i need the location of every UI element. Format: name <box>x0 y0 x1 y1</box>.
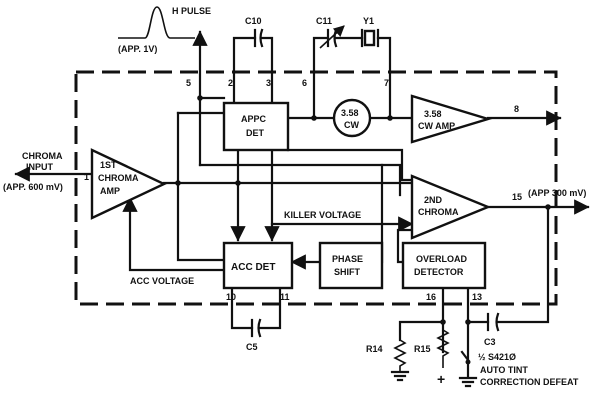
y1-label: Y1 <box>363 16 374 26</box>
c3-capacitor <box>486 312 500 332</box>
chroma-to-acc <box>176 181 226 262</box>
osc-label-1: 3.58 <box>341 108 359 118</box>
pin-5: 5 <box>186 78 191 88</box>
pin-10: 10 <box>226 292 236 302</box>
pin-1: 1 <box>84 172 89 182</box>
c10-right-wire <box>260 36 274 105</box>
r14-ground <box>390 370 410 382</box>
acc-voltage-line <box>122 196 226 272</box>
switch-label-3: CORRECTION DEFEAT <box>480 377 579 387</box>
r15-label: R15 <box>414 344 431 354</box>
c5-capacitor <box>250 318 262 338</box>
overload-label-1: OVERLOAD <box>416 254 468 264</box>
plus-supply: + <box>437 371 445 387</box>
switch-ground <box>458 362 478 388</box>
pin-13: 13 <box>472 292 482 302</box>
c5-left-wire <box>230 286 254 330</box>
second-amp-label-1: 2ND <box>424 195 443 205</box>
junction-dots <box>175 95 551 325</box>
appc-detector <box>222 101 290 152</box>
output-amplitude-label: (APP 300 mV) <box>528 188 586 198</box>
c10-capacitor <box>253 28 264 48</box>
c11-label: C11 <box>316 16 332 26</box>
h-pulse-waveform <box>118 6 195 39</box>
phase-shift <box>318 241 384 290</box>
pin-16: 16 <box>426 292 436 302</box>
cw-amp <box>410 94 493 144</box>
acc-voltage-label: ACC VOLTAGE <box>130 276 194 286</box>
ic-boundary <box>74 70 558 306</box>
pin-6: 6 <box>302 78 307 88</box>
h-pulse-to-2nd-chroma <box>198 163 402 197</box>
switch-contact <box>465 359 471 365</box>
pin-7: 7 <box>384 78 389 88</box>
appc-to-2nd-chroma <box>286 148 414 182</box>
pin16-to-r14 <box>398 320 445 342</box>
cw-amp-label-2: CW AMP <box>418 121 455 131</box>
y1-right-wire <box>376 36 392 120</box>
first-amp-label-1: 1ST <box>100 160 117 170</box>
pin-8: 8 <box>514 104 519 114</box>
appc-label-1: APPC <box>241 114 267 124</box>
output-to-c3 <box>496 205 550 324</box>
acc-det-label: ACC DET <box>231 262 275 273</box>
r14-resistor <box>393 339 407 372</box>
r14-label: R14 <box>366 344 383 354</box>
overload-label-2: DETECTOR <box>414 267 464 277</box>
chroma-input-label-1: CHROMA <box>22 151 63 161</box>
first-amp-label-3: AMP <box>100 186 120 196</box>
osc-label-2: CW <box>344 120 359 130</box>
pin-2: 2 <box>228 78 233 88</box>
phase-label-2: SHIFT <box>334 267 361 277</box>
c5-right-wire <box>258 286 282 330</box>
c3-label: C3 <box>484 337 496 347</box>
chroma-input-label-2: INPUT <box>26 162 54 172</box>
switch-label-1: ½ S421Ø <box>478 352 516 362</box>
cw-amp-label-1: 3.58 <box>424 109 442 119</box>
first-chroma-amp <box>90 148 167 220</box>
r15-resistor <box>436 329 450 368</box>
h-pulse-label: H PULSE <box>172 6 211 16</box>
overload-detector <box>401 241 487 290</box>
second-amp-label-2: CHROMA <box>418 207 459 217</box>
pulse-amplitude-label: (APP. 1V) <box>118 44 157 54</box>
c11-capacitor <box>319 25 345 49</box>
pin-15: 15 <box>512 192 522 202</box>
s4210-switch <box>460 350 470 362</box>
pin-11: 11 <box>280 292 290 302</box>
input-amplitude-label: (APP. 600 mV) <box>3 182 63 192</box>
overload-to-2nd <box>396 228 414 264</box>
killer-voltage-label: KILLER VOLTAGE <box>284 210 361 220</box>
c10-left-wire <box>232 36 257 105</box>
second-chroma-amp <box>410 174 492 240</box>
acc-detector <box>222 241 294 290</box>
first-amp-label-2: CHROMA <box>98 173 139 183</box>
c10-label: C10 <box>245 16 262 26</box>
appc-label-2: DET <box>246 128 265 138</box>
y1-crystal <box>360 28 380 48</box>
phase-label-1: PHASE <box>332 254 363 264</box>
pin-3: 3 <box>266 78 271 88</box>
c11-left-wire <box>312 36 330 120</box>
cw-oscillator <box>332 98 372 138</box>
switch-label-2: AUTO TINT <box>480 365 528 375</box>
c5-label: C5 <box>246 342 258 352</box>
